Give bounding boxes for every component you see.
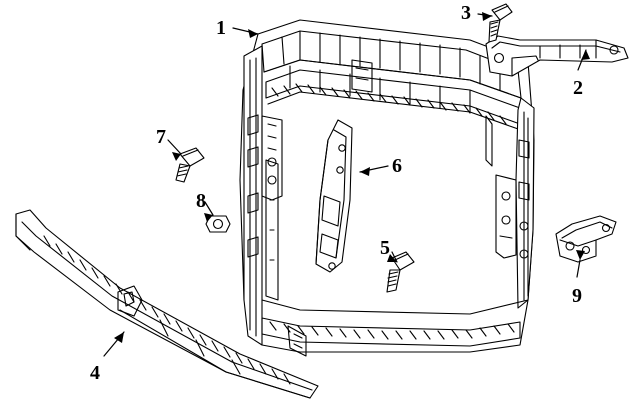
part-upper-bracket-right [485, 35, 629, 77]
part-radiator-support-upper-tie-bar [239, 19, 535, 353]
part-bolt-screw-center [386, 251, 415, 293]
part-bolt-screw-left [175, 147, 205, 183]
part-center-brace-vertical [315, 119, 353, 273]
part-nut-retainer [205, 215, 231, 233]
leader-arrowheads [114, 12, 590, 343]
callout-8: 8 [196, 190, 206, 212]
callout-6: 6 [392, 155, 402, 177]
callout-9: 9 [572, 285, 582, 307]
callout-5: 5 [380, 237, 390, 259]
callout-7: 7 [156, 126, 166, 148]
part-lower-tie-bar-bumper-reinforcement [15, 209, 319, 399]
part-bolt-screw-top [488, 3, 513, 43]
callout-3: 3 [461, 2, 471, 24]
part-lower-bracket-right [555, 215, 617, 263]
callout-4: 4 [90, 362, 100, 384]
callout-2: 2 [573, 77, 583, 99]
callout-1: 1 [216, 17, 226, 39]
